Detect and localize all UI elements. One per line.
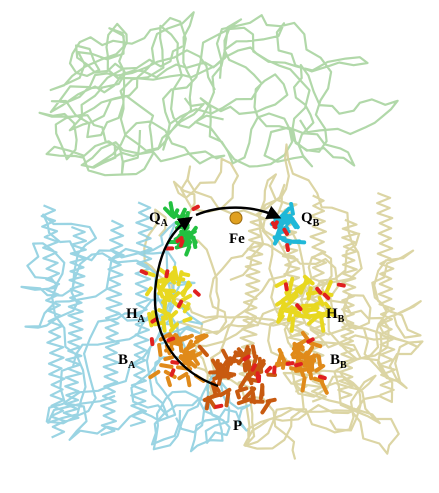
special-pair-molecule	[197, 344, 277, 415]
label-qb: QB	[301, 210, 320, 229]
quinone-b-molecule	[269, 202, 307, 252]
bacteriochlorophyll-b-molecule	[274, 330, 329, 395]
subunit-tan-backbone	[143, 143, 424, 460]
label-hb: HB	[326, 306, 345, 325]
bacteriopheophytin-a-molecule	[139, 265, 201, 333]
quinone-a-molecule	[163, 201, 200, 257]
subunit-blue-backbone	[20, 201, 251, 453]
label-ha: HA	[126, 306, 146, 325]
curved-arrow-icon	[195, 205, 282, 219]
iron-atom	[229, 211, 243, 225]
label-qa: QA	[149, 210, 169, 229]
bacteriochlorophyll-a-molecule	[148, 332, 209, 388]
curved-arrow-icon	[153, 216, 219, 388]
bacteriopheophytin-b-molecule	[274, 274, 346, 333]
label-bb: BB	[330, 352, 347, 371]
label-fe: Fe	[229, 231, 245, 247]
label-ba: BA	[118, 352, 136, 371]
subunit-green-backbone	[38, 11, 399, 177]
label-p: P	[233, 418, 242, 434]
